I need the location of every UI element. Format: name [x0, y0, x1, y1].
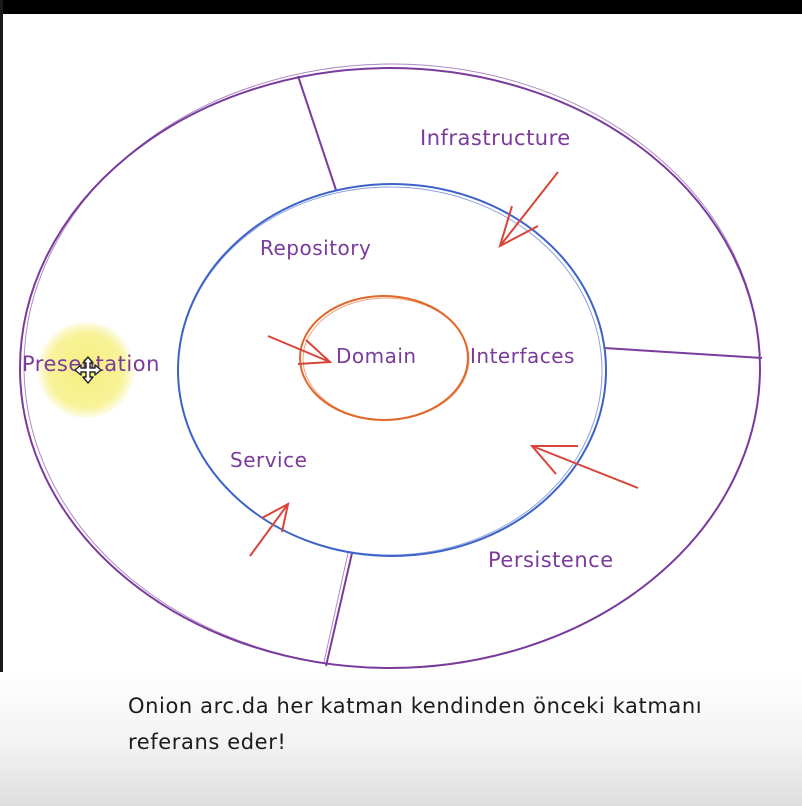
arrow-persistence [529, 445, 639, 489]
label-interfaces: Interfaces [470, 344, 575, 368]
label-domain: Domain [336, 344, 417, 368]
arrow-infrastructure [498, 171, 559, 248]
divider-top [297, 75, 337, 191]
caption-background [0, 672, 802, 806]
video-left-border [0, 0, 3, 806]
middle-ring [177, 183, 607, 557]
move-cursor-icon [74, 356, 102, 384]
caption: Onion arc.da her katman kendinden önceki… [128, 688, 768, 760]
divider-bottom [325, 552, 353, 667]
caption-line-1: Onion arc.da her katman kendinden önceki… [128, 694, 703, 718]
divider-bottom-sketch [323, 552, 349, 663]
label-repository: Repository [260, 236, 372, 260]
video-top-border [0, 0, 802, 14]
caption-line-2: referans eder! [128, 730, 287, 754]
core-ring-sketch [302, 297, 470, 421]
arrow-domain [267, 335, 333, 365]
label-persistence: Persistence [488, 548, 614, 572]
arrow-service [249, 502, 290, 557]
label-infrastructure: Infrastructure [420, 126, 571, 150]
outer-ring-sketch [23, 63, 761, 669]
divider-right [603, 347, 763, 359]
label-service: Service [230, 448, 308, 472]
middle-ring-sketch [177, 186, 603, 556]
